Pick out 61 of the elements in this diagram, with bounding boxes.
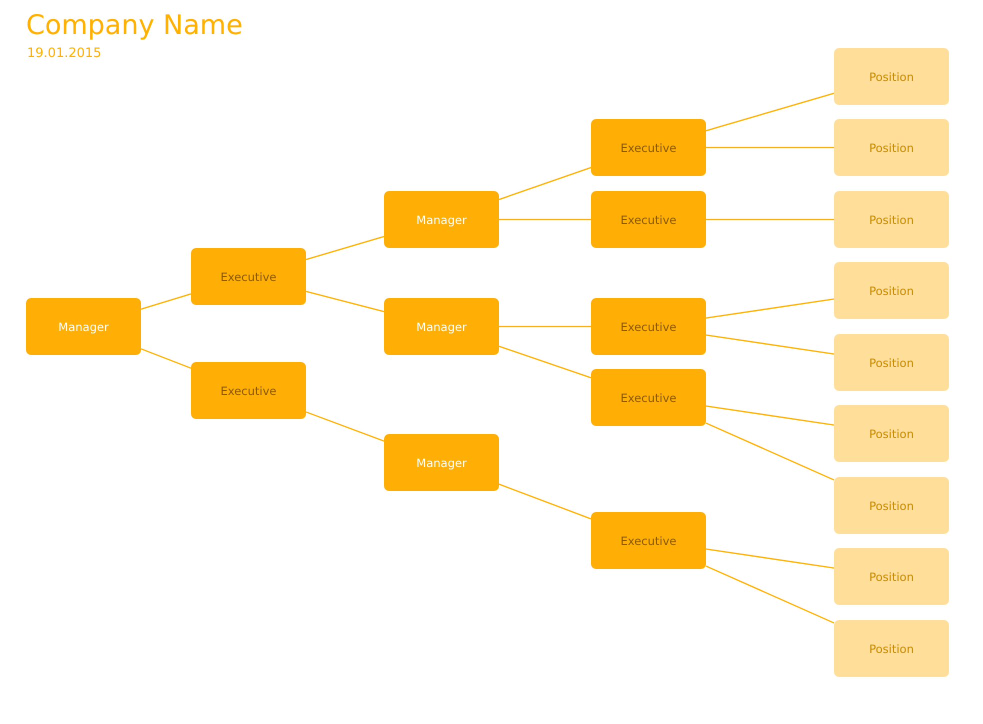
connector-line	[306, 290, 384, 312]
position-box	[834, 548, 949, 605]
connector-line	[499, 326, 591, 328]
executive-box	[591, 119, 706, 176]
box-label: Executive	[620, 534, 676, 548]
box-label: Executive	[220, 270, 276, 284]
position-box	[834, 620, 949, 677]
executive-box	[591, 298, 706, 355]
date-text: 19.01.2015	[27, 46, 102, 61]
position-box	[834, 119, 949, 176]
box-label: Executive	[620, 320, 676, 334]
connector-line	[306, 236, 384, 260]
connector-line	[706, 334, 834, 355]
box-label: Executive	[220, 384, 276, 398]
position-box	[834, 405, 949, 462]
box-label: Executive	[620, 140, 676, 154]
connector-line	[706, 548, 834, 569]
connector-line	[706, 92, 834, 132]
connector-line	[140, 293, 192, 310]
box-label: Position	[869, 570, 914, 584]
box-label: Position	[869, 426, 914, 440]
title: Company Name	[26, 10, 243, 41]
connector-line	[306, 411, 384, 442]
box-label: Position	[869, 498, 914, 512]
executive-box	[191, 362, 306, 419]
connector-line	[706, 146, 834, 148]
executive-box	[591, 191, 706, 248]
position-box	[834, 191, 949, 248]
box-label: Position	[869, 140, 914, 154]
box-label: Executive	[620, 212, 676, 226]
manager-box	[384, 434, 499, 491]
manager-box	[26, 298, 141, 355]
box-label: Position	[869, 212, 914, 226]
manager-box	[384, 298, 499, 355]
box-label: Manager	[416, 212, 467, 226]
connector-line	[498, 346, 592, 378]
executive-box	[191, 248, 306, 305]
box-label: Position	[869, 284, 914, 298]
connector-line	[706, 422, 834, 481]
connector-line	[498, 484, 592, 520]
box-label: Position	[869, 642, 914, 656]
box-label: Manager	[416, 320, 467, 334]
connector-line	[140, 348, 192, 369]
position-box	[834, 477, 949, 534]
connector-line	[706, 218, 834, 220]
executive-box	[591, 369, 706, 426]
box-label: Manager	[416, 456, 467, 470]
connector-line	[499, 218, 591, 220]
box-label: Manager	[58, 320, 109, 334]
connector-line	[706, 298, 834, 319]
box-label: Executive	[620, 390, 676, 404]
manager-box	[384, 191, 499, 248]
connector-line	[706, 405, 834, 426]
position-box	[834, 48, 949, 105]
position-box	[834, 334, 949, 391]
connector-line	[706, 565, 834, 624]
executive-box	[591, 512, 706, 569]
position-box	[834, 262, 949, 319]
box-label: Position	[869, 356, 914, 370]
box-label: Position	[869, 70, 914, 84]
connector-line	[498, 166, 592, 200]
